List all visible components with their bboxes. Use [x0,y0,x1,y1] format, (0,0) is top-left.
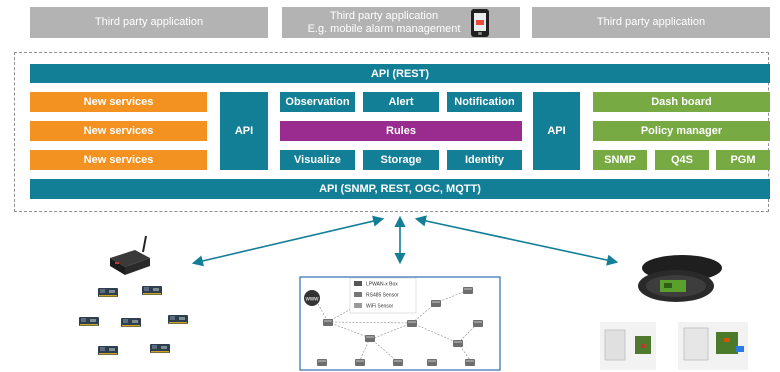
dashboard-box: Dash board [593,92,770,112]
network-diagram: www LPWAN-x Box [299,276,501,371]
snmp-label: SNMP [604,154,636,166]
third-party-app-left-label: Third party application [94,16,204,28]
visualize-label: Visualize [294,154,341,166]
observation-label: Observation [285,96,350,108]
pgm-label: PGM [730,154,756,166]
pgm-box: PGM [716,150,770,170]
sensor-board-icon [79,286,188,355]
third-party-app-right: Third party application [532,7,770,38]
alert-label: Alert [388,96,414,108]
q4s-box: Q4S [655,150,709,170]
mobile-phone-icon [471,9,489,37]
rules-label: Rules [386,125,416,137]
api-right-block: API [533,92,580,170]
visualize-box: Visualize [280,150,355,170]
gateway-router-icon [110,235,150,275]
policy-manager-label: Policy manager [640,125,723,137]
observation-box: Observation [280,92,355,112]
api-left-label: API [234,125,254,137]
new-services-label: New services [83,125,154,137]
arrow-right [414,215,619,266]
legend-item: RS485 Sensor [366,293,399,299]
storage-box: Storage [363,150,439,170]
api-bottom-label: API (SNMP, REST, OGC, MQTT) [319,183,481,195]
legend-item: LPWAN-x Box [366,282,398,288]
new-services-3: New services [30,150,207,170]
api-left-block: API [220,92,268,170]
third-party-app-center-line1: Third party application [329,9,439,22]
api-bottom-bar: API (SNMP, REST, OGC, MQTT) [30,179,770,199]
api-rest-label: API (REST) [370,67,430,80]
notification-box: Notification [447,92,522,112]
api-rest-bar: API (REST) [30,64,770,83]
third-party-app-center-line2: E.g. mobile alarm management [307,22,461,35]
svg-text:www: www [305,297,320,303]
new-services-label: New services [83,96,154,108]
snmp-box: SNMP [593,150,647,170]
notification-label: Notification [454,96,515,108]
api-right-label: API [547,125,566,137]
third-party-app-right-label: Third party application [596,16,706,28]
new-services-1: New services [30,92,207,112]
third-party-app-center: Third party application E.g. mobile alar… [282,7,520,38]
identity-label: Identity [464,154,505,166]
alert-box: Alert [363,92,439,112]
third-party-app-left: Third party application [30,7,268,38]
sensor-enclosure-icon [600,255,748,370]
policy-manager-box: Policy manager [593,121,770,141]
arrow-left [191,215,385,267]
identity-box: Identity [447,150,522,170]
q4s-label: Q4S [670,154,693,166]
storage-label: Storage [380,154,422,166]
rules-bar: Rules [280,121,522,141]
connection-arrows [191,215,619,267]
legend-item: WiFi Sensor [366,304,394,310]
new-services-label: New services [83,154,154,166]
dashboard-label: Dash board [651,96,712,108]
new-services-2: New services [30,121,207,141]
